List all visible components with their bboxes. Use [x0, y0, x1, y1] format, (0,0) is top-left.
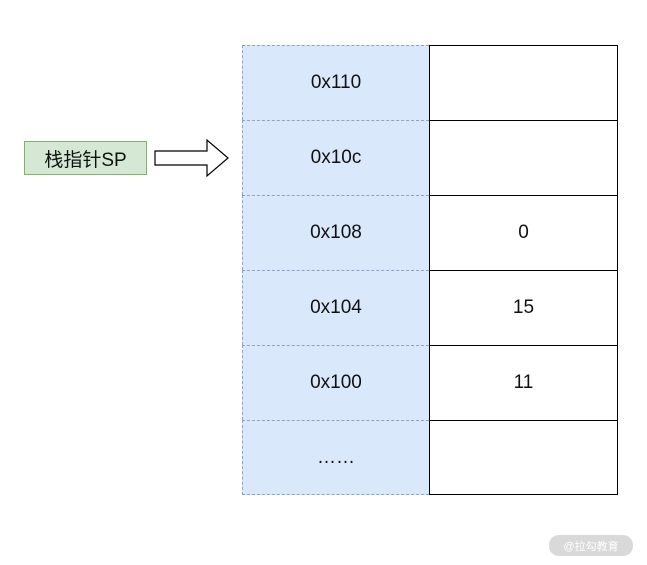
stack-row: …… — [242, 420, 618, 495]
stack-address-cell: …… — [242, 420, 429, 495]
stack-row: 0x100 11 — [242, 345, 618, 420]
watermark-badge: @拉勾教育 — [549, 535, 633, 556]
stack-row: 0x10c — [242, 120, 618, 195]
stack-address-cell: 0x104 — [242, 270, 429, 345]
stack-address-cell: 0x100 — [242, 345, 429, 420]
stack-address-cell: 0x110 — [242, 45, 429, 120]
stack-address-cell: 0x108 — [242, 195, 429, 270]
stack-row: 0x108 0 — [242, 195, 618, 270]
stack-value-cell — [429, 120, 618, 195]
stack-address-cell: 0x10c — [242, 120, 429, 195]
stack-row: 0x110 — [242, 45, 618, 120]
stack-value-cell: 15 — [429, 270, 618, 345]
stack-row: 0x104 15 — [242, 270, 618, 345]
stack-value-cell: 11 — [429, 345, 618, 420]
right-arrow-icon — [154, 138, 229, 178]
stack-value-cell — [429, 45, 618, 120]
stack-value-cell — [429, 420, 618, 495]
stack-diagram: 0x110 0x10c 0x108 0 0x104 15 0x100 11 …… — [242, 45, 618, 495]
stack-pointer-label: 栈指针SP — [24, 141, 147, 175]
stack-value-cell: 0 — [429, 195, 618, 270]
